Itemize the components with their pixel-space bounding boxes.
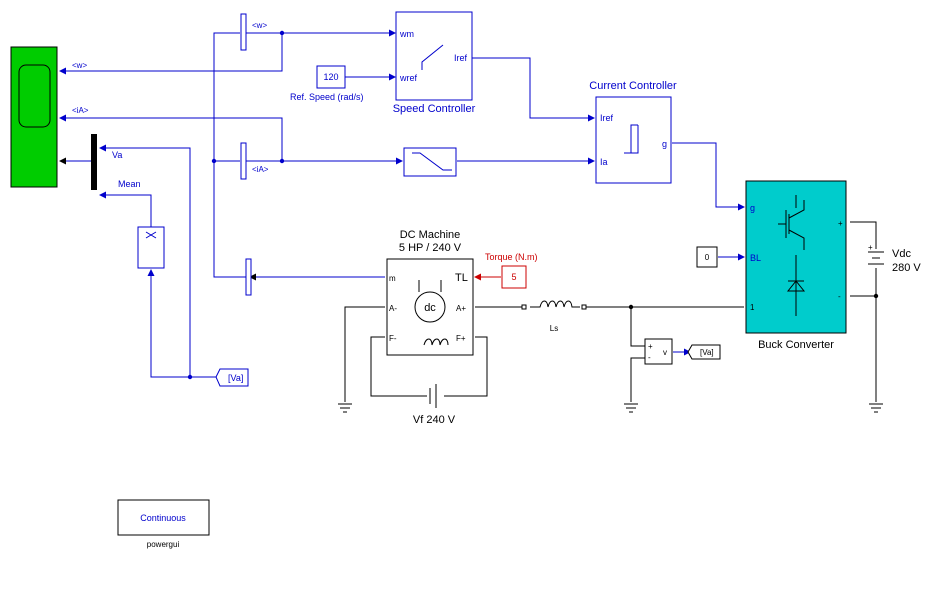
mux-label-va: Va [112,150,122,160]
dc-machine-block[interactable] [386,258,474,356]
powergui-label: powergui [147,540,180,549]
ref-speed-constant[interactable] [316,65,346,89]
powergui-block[interactable] [117,499,210,536]
dc-machine-port-tl: TL [455,272,468,284]
signal-label-w: <w> [72,61,87,70]
voltmeter-minus: - [648,353,651,362]
dc-machine-subtitle: 5 HP / 240 V [399,242,462,254]
scope-block[interactable] [10,46,58,188]
signal-label-ia: <iA> [72,106,89,115]
current-controller-in-iref: Iref [600,113,614,123]
goto-va-tag: [Va] [700,348,714,357]
from-va-block[interactable] [215,368,249,387]
voltmeter-block[interactable] [644,338,673,365]
torque-label: Torque (N.m) [485,252,538,262]
ground-icon [338,403,352,413]
torque-value: 5 [511,272,516,282]
dc-source-label2: 280 V [892,262,921,274]
torque-constant[interactable] [501,265,527,289]
ref-speed-value: 120 [323,72,338,82]
current-controller-title: Current Controller [589,80,677,92]
demux-w-label: <w> [252,21,267,30]
inductor-label: Ls [550,324,558,333]
ground-icon [869,403,883,413]
goto-va-block[interactable] [687,344,721,360]
buck-port-bl: BL [750,253,761,263]
dc-machine-title: DC Machine [400,229,461,241]
dc-source-plus: + [868,243,873,252]
current-controller-out-g: g [662,139,667,149]
dc-machine-port-ap: A+ [456,304,466,313]
demux-ia-label: <iA> [252,165,269,174]
field-source-label: Vf 240 V [413,414,456,426]
buck-converter-title: Buck Converter [758,339,834,351]
buck-port-1: 1 [750,303,755,312]
dc-machine-port-m: m [389,274,396,283]
dc-machine-port-fm: F- [389,334,397,343]
ref-speed-label: Ref. Speed (rad/s) [290,92,364,102]
voltmeter-out: v [663,348,667,357]
dc-source-label1: Vdc [892,248,911,260]
buck-port-minus: - [838,292,841,301]
demux-machine[interactable] [245,258,252,296]
junction-dots [187,30,879,380]
inductor-ls[interactable] [521,300,587,310]
bl-constant-value: 0 [705,253,710,262]
ramp-block[interactable] [403,147,457,177]
mux-label-mean: Mean [118,179,141,189]
voltmeter-plus: + [648,342,653,351]
speed-controller-out-iref: Iref [454,53,468,63]
demux-ia[interactable] [240,142,247,180]
bl-constant[interactable] [696,246,718,268]
dc-machine-symbol: dc [424,302,436,314]
from-va-tag: [Va] [228,373,243,383]
current-controller-block[interactable] [595,96,672,184]
buck-converter-block[interactable] [745,180,847,334]
power-wires [344,221,877,402]
speed-controller-in-wref: wref [399,73,418,83]
mux-block[interactable] [91,134,97,190]
dc-machine-port-am: A- [389,304,397,313]
signal-wires [59,29,745,378]
buck-port-plus: + [838,219,843,228]
dc-machine-port-fp: F+ [456,334,466,343]
current-controller-in-ia: Ia [600,157,608,167]
mean-block[interactable] [137,226,165,269]
powergui-mode: Continuous [140,513,186,523]
demux-w[interactable] [240,13,247,51]
ground-icon [624,403,638,413]
speed-controller-block[interactable] [395,11,473,101]
speed-controller-title: Speed Controller [393,103,476,115]
speed-controller-in-wm: wm [399,29,414,39]
dc-voltage-source[interactable] [868,251,884,265]
buck-port-g: g [750,203,755,213]
field-voltage-source[interactable] [429,384,437,408]
